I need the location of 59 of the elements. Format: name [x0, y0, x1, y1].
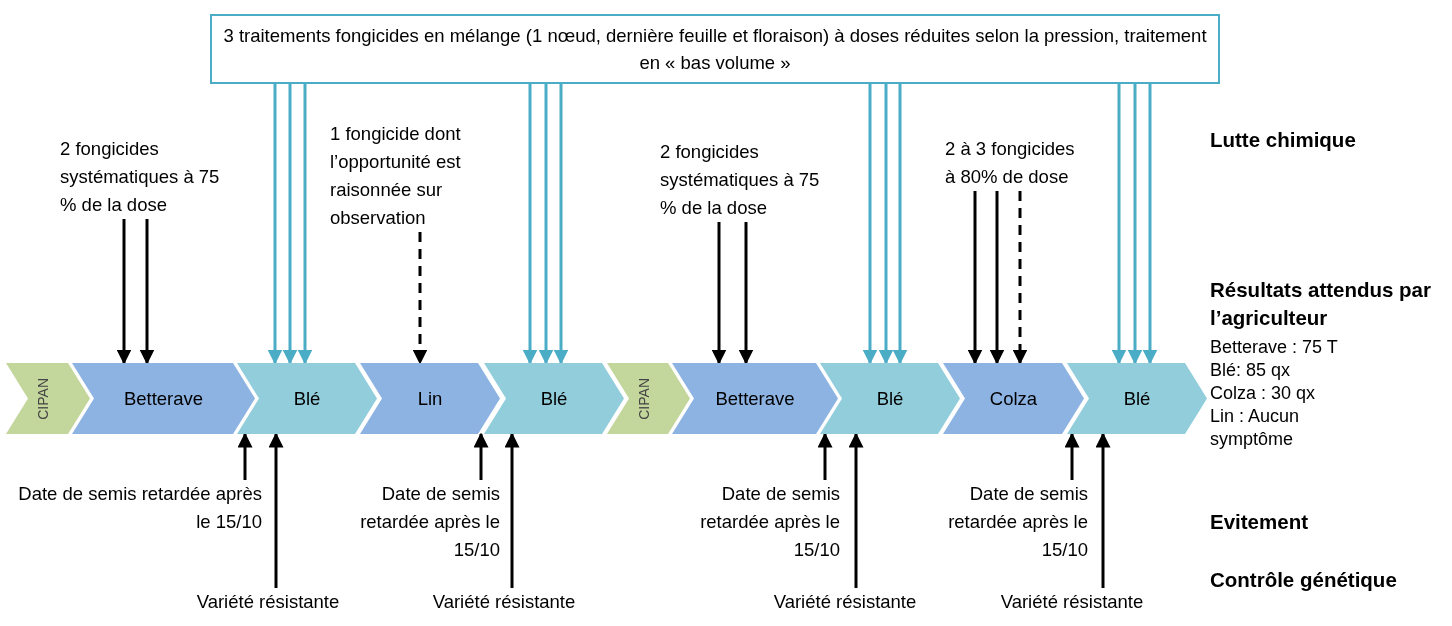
- result-line: Betterave : 75 T: [1210, 336, 1339, 359]
- arrow: [1012, 191, 1028, 365]
- arrow: [738, 222, 754, 365]
- arrow: [1127, 84, 1143, 365]
- annotation-text: Variété résistante: [972, 588, 1172, 616]
- category-heading: Lutte chimique: [1210, 127, 1357, 153]
- arrow: [967, 191, 983, 365]
- arrow: [553, 84, 569, 365]
- annotation-text: Variété résistante: [168, 588, 368, 616]
- arrow: [878, 84, 894, 365]
- annotation-text: 2 fongicides systématiques à 75 % de la dose: [660, 138, 820, 222]
- arrow: [282, 84, 298, 365]
- annotation-text: Date de semis retardée après le 15/10: [900, 480, 1088, 564]
- arrow: [817, 432, 833, 480]
- chevron-step: Betterave: [672, 363, 838, 434]
- chevron-step: CIPAN: [6, 363, 90, 434]
- arrow: [268, 432, 284, 588]
- annotation-text: 1 fongicide dont l’opportunité est raisonnée sur observation: [330, 120, 508, 232]
- arrow: [522, 84, 538, 365]
- arrow: [989, 191, 1005, 365]
- arrow: [892, 84, 908, 365]
- arrow: [139, 219, 155, 365]
- annotation-text: 2 fongicides systématiques à 75 % de la dose: [60, 135, 220, 219]
- chevron-step: CIPAN: [607, 363, 690, 434]
- chevron-step: Betterave: [72, 363, 255, 434]
- arrow: [862, 84, 878, 365]
- arrow: [1064, 432, 1080, 480]
- annotation-text: Date de semis retardée après le 15/10: [672, 480, 840, 564]
- annotation-text: Variété résistante: [404, 588, 604, 616]
- arrow: [711, 222, 727, 365]
- annotation-text: Variété résistante: [745, 588, 945, 616]
- result-line: Lin : Aucun symptôme: [1210, 405, 1301, 451]
- treatment-note-box: 3 traitements fongicides en mélange (1 nœud, dernière feuille et floraison) à doses réduites selon la pression, traitement en « bas volume »: [210, 14, 1220, 84]
- arrow: [473, 432, 489, 480]
- chevron-step: Blé: [237, 363, 377, 434]
- arrow: [412, 232, 428, 365]
- chevron-step: Blé: [820, 363, 960, 434]
- arrow: [237, 432, 253, 480]
- chevron-step: Lin: [360, 363, 500, 434]
- category-heading: Contrôle génétique: [1210, 567, 1398, 593]
- chevron-step: Colza: [943, 363, 1084, 434]
- arrow: [848, 432, 864, 588]
- category-heading: Evitement: [1210, 509, 1309, 535]
- arrow: [267, 84, 283, 365]
- chevron-step: Blé: [1067, 363, 1207, 434]
- annotation-text: 2 à 3 fongicides à 80% de dose: [945, 135, 1075, 191]
- annotation-text: Date de semis retardée après le 15/10: [330, 480, 500, 564]
- category-heading: Résultats attendus par l’agriculteur: [1210, 277, 1432, 331]
- result-line: Colza : 30 qx: [1210, 382, 1317, 405]
- arrow: [538, 84, 554, 365]
- chevron-step: Blé: [484, 363, 624, 434]
- arrow: [504, 432, 520, 588]
- arrow: [297, 84, 313, 365]
- arrow: [116, 219, 132, 365]
- arrow: [1142, 84, 1158, 365]
- annotation-text: Date de semis retardée après le 15/10: [4, 480, 262, 536]
- arrow: [1095, 432, 1111, 588]
- arrow: [1111, 84, 1127, 365]
- result-line: Blé: 85 qx: [1210, 359, 1292, 382]
